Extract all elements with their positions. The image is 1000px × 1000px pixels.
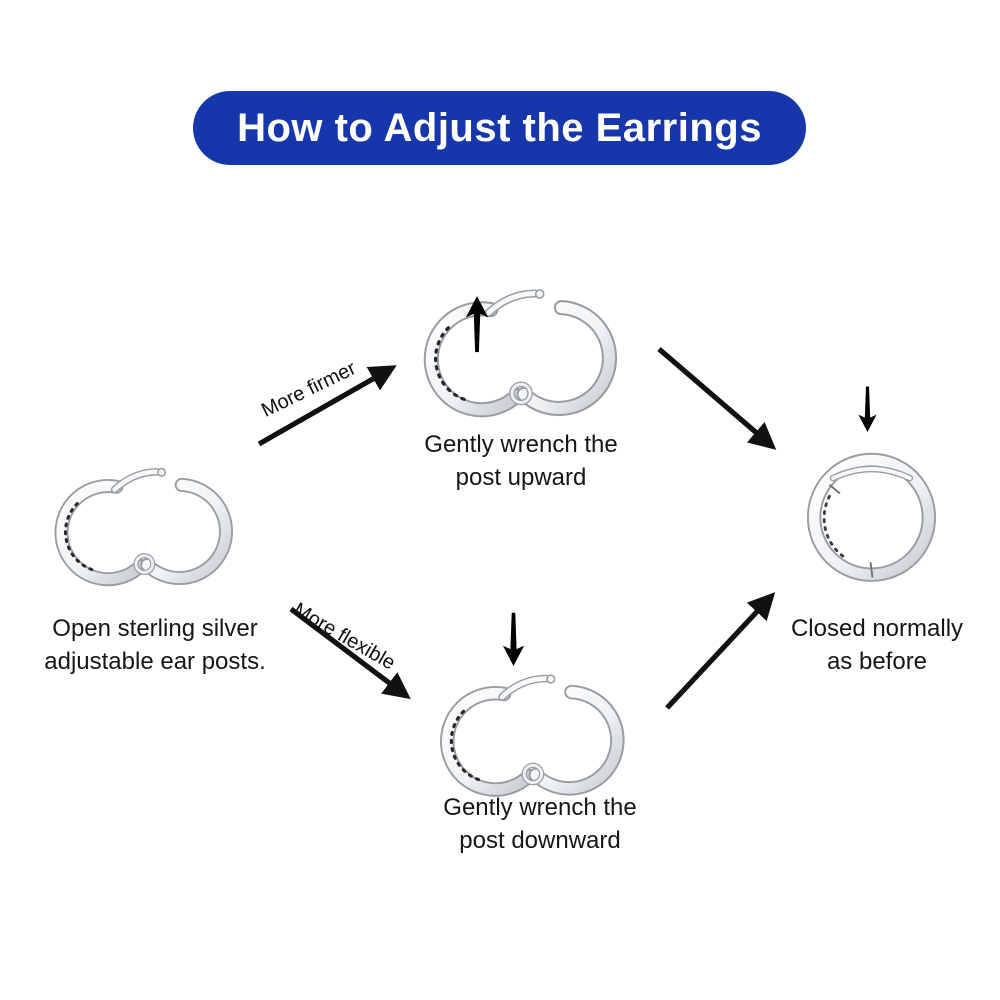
page-title: How to Adjust the Earrings [237, 105, 762, 150]
header-pill: How to Adjust the Earrings [193, 91, 806, 165]
arrow-downward-to-closed [665, 592, 776, 710]
caption-downward: Gently wrench the post downward [443, 791, 636, 857]
wrench-downward-earring-illustration [425, 658, 637, 808]
red-down-arrow-icon [502, 612, 525, 666]
caption-line: as before [826, 648, 928, 675]
more-flexible-label: More flexible [289, 598, 399, 675]
arrow-upward-to-closed [657, 347, 777, 450]
wrench-upward-earring-illustration [408, 272, 630, 429]
caption-line: Gently wrench the [424, 431, 618, 458]
caption-line: Gently wrench the [443, 794, 637, 821]
caption-closed: Closed normally as before [791, 612, 963, 678]
red-up-arrow-icon [465, 296, 489, 353]
open-earring-illustration [40, 452, 245, 597]
caption-open: Open sterling silver adjustable ear post… [44, 612, 265, 678]
red-down-arrow-closed-icon [858, 386, 877, 432]
caption-line: post downward [459, 827, 621, 854]
caption-line: post upward [455, 464, 587, 491]
caption-line: Open sterling silver [52, 615, 258, 642]
caption-line: Closed normally [790, 615, 964, 642]
caption-upward: Gently wrench the post upward [424, 428, 617, 494]
caption-line: adjustable ear posts. [44, 648, 266, 675]
more-firmer-label: More firmer [258, 357, 360, 422]
closed-earring-illustration [795, 437, 948, 590]
